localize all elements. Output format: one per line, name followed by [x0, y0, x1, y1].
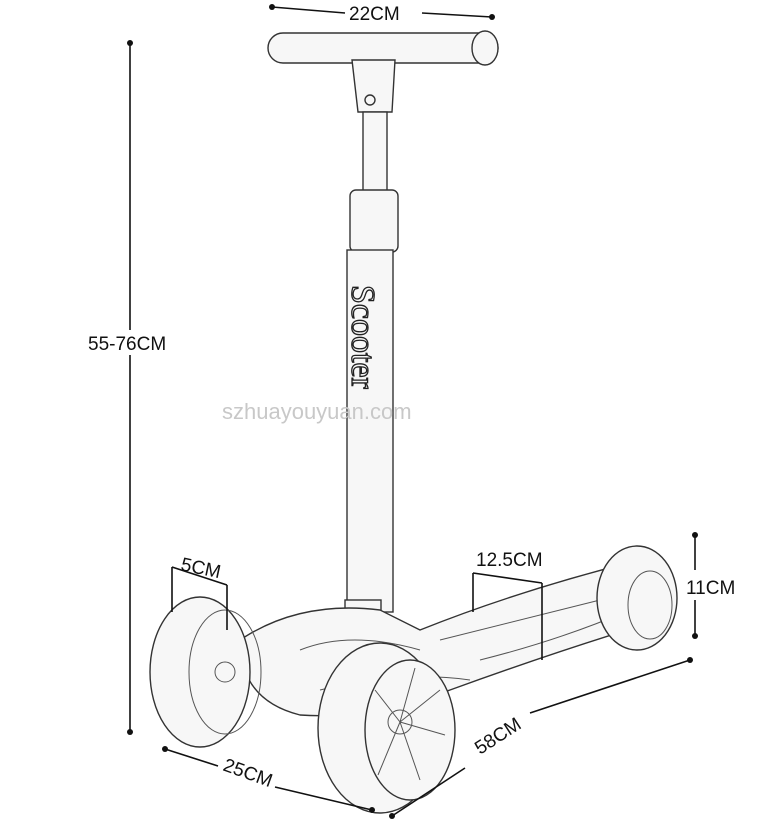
svg-text:25CM: 25CM: [220, 755, 275, 792]
svg-text:55-76CM: 55-76CM: [88, 334, 166, 355]
dimension-rear-wheel-height: 11CM: [686, 532, 735, 639]
handlebar-clamp: [351, 59, 396, 113]
scooter-illustration: [149, 30, 678, 814]
lower-stem: [346, 249, 394, 613]
handlebar: [267, 32, 499, 64]
svg-text:12.5CM: 12.5CM: [476, 550, 543, 571]
stem-lock-collar: [349, 189, 399, 253]
front-left-wheel: [149, 596, 251, 748]
svg-text:58CM: 58CM: [471, 714, 525, 759]
watermark: szhuayouyuan.com: [222, 399, 412, 424]
dimension-handlebar-width: 22CM: [269, 4, 495, 25]
svg-text:5CM: 5CM: [179, 554, 223, 583]
upper-stem: [362, 111, 388, 193]
dimension-deck-width: 12.5CM: [472, 550, 543, 660]
stem-brand-text: Scooter: [344, 285, 381, 390]
svg-text:22CM: 22CM: [349, 4, 400, 25]
rear-wheel: [596, 545, 678, 651]
svg-text:11CM: 11CM: [686, 578, 735, 599]
dimension-height: 55-76CM: [88, 40, 166, 735]
